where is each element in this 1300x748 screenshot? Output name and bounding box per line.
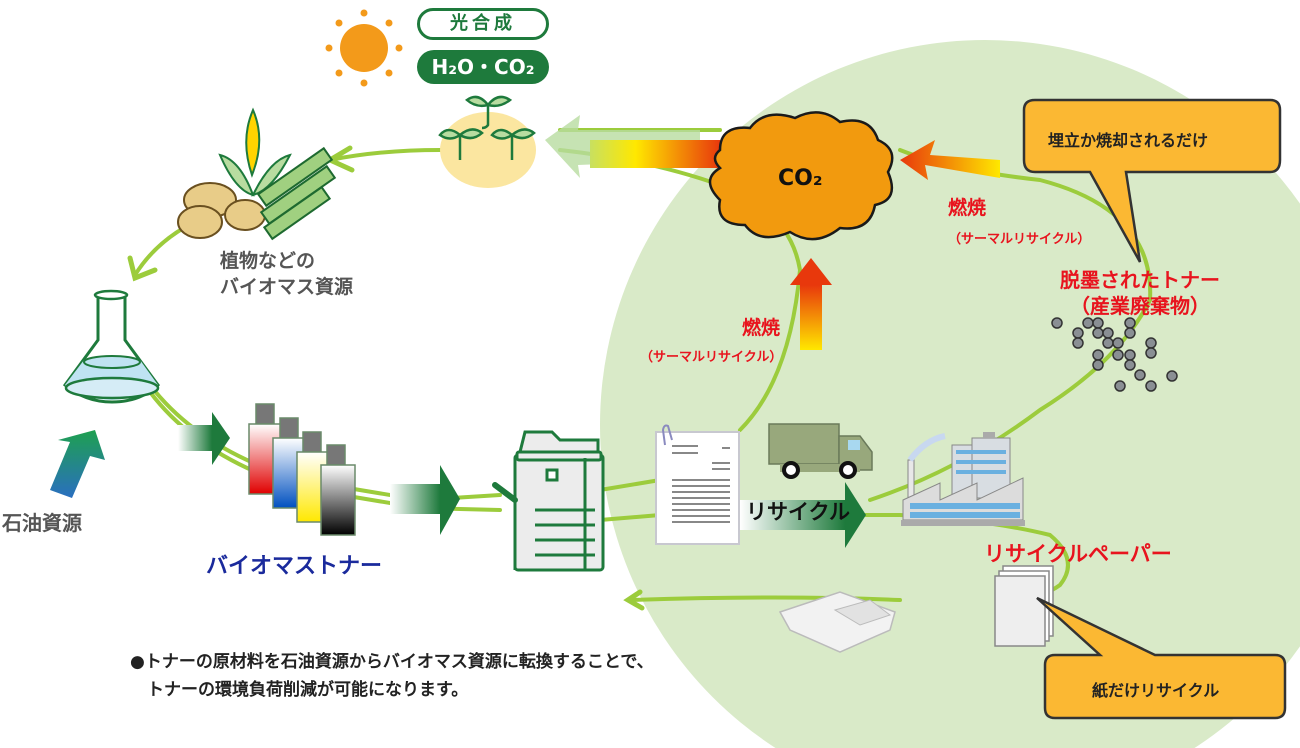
h2o-co2-label: H₂O・CO₂ <box>417 50 549 84</box>
flow-arrow-to-copier <box>390 465 460 535</box>
footnote-line1: ●トナーの原材料を石油資源からバイオマス資源に転換することで、 <box>130 652 654 672</box>
deinked-toner-label: 脱墨されたトナー （産業廃棄物） <box>1060 267 1220 319</box>
footnote-line2: トナーの環境負荷削減が可能になります。 <box>130 680 469 700</box>
combustion-right-sublabel: （サーマルリサイクル） <box>948 232 1091 247</box>
biomass-label: 植物などの バイオマス資源 <box>220 248 353 300</box>
flow-arrow-recycle <box>740 482 866 548</box>
footnote: ●トナーの原材料を石油資源からバイオマス資源に転換することで、 トナーの環境負荷… <box>130 648 654 704</box>
biomass-label-line2: バイオマス資源 <box>220 276 354 298</box>
paper-bundle-icon <box>778 591 896 653</box>
callout-landfill-text: 埋立か焼却されるだけ <box>1048 131 1209 150</box>
combustion-left-label: 燃焼 <box>742 317 781 339</box>
deinked-toner-line2: （産業廃棄物） <box>1070 294 1210 318</box>
petroleum-label: 石油資源 <box>2 511 82 535</box>
co2-label: CO₂ <box>778 166 823 191</box>
truck-icon <box>768 423 873 479</box>
toner-cartridges-icon <box>248 403 356 536</box>
combustion-right-label: 燃焼 <box>948 197 987 219</box>
biomass-plants-icon <box>177 107 337 241</box>
co2-cloud <box>708 111 894 241</box>
recycle-label: リサイクル <box>746 500 850 524</box>
sprout-icon <box>438 95 536 188</box>
copier-icon <box>492 430 605 572</box>
combustion-left-sublabel: （サーマルリサイクル） <box>640 350 783 365</box>
recycle-paper-label: リサイクルペーパー <box>984 542 1172 566</box>
biomass-label-line1: 植物などの <box>220 250 316 272</box>
biomass-toner-label: バイオマストナー <box>206 554 383 579</box>
callout-landfill <box>1022 98 1282 263</box>
toner-particles <box>1051 317 1178 392</box>
document-icon <box>655 424 740 545</box>
sun-icon <box>325 9 403 87</box>
callout-paper-only-text: 紙だけリサイクル <box>1092 681 1220 700</box>
flow-arrow-to-toner <box>178 412 230 465</box>
deinked-toner-line1: 脱墨されたトナー <box>1060 268 1220 292</box>
flask-icon <box>62 289 160 404</box>
callout-paper-only <box>1036 596 1287 720</box>
factory-icon <box>901 432 1025 526</box>
heat-arrow-upper-right <box>900 140 1000 180</box>
heat-arrow-left <box>590 140 720 168</box>
petroleum-arrow-icon <box>50 430 105 498</box>
photosynthesis-label: 光合成 <box>417 8 549 40</box>
heat-arrow-up <box>790 258 832 350</box>
